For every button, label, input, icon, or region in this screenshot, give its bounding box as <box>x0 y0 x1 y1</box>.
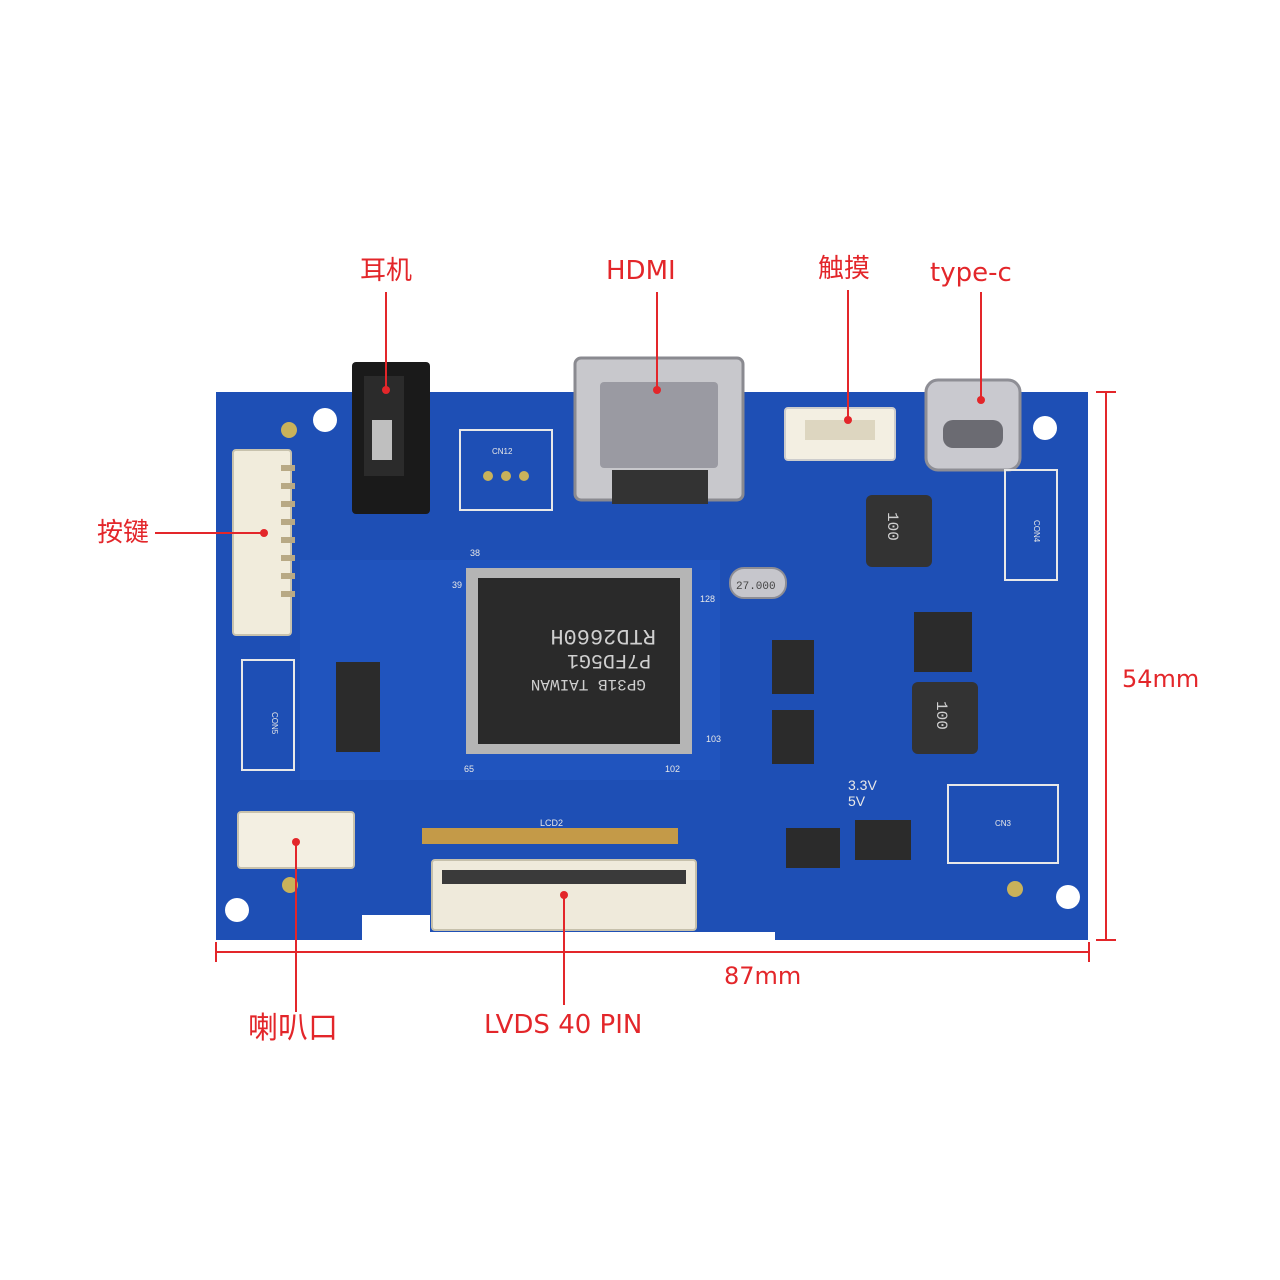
pin-103: 103 <box>706 734 721 744</box>
pointer-lvds <box>563 895 565 1005</box>
cn12-outline <box>459 429 553 511</box>
pointer-typec <box>980 292 982 400</box>
pointer-dot <box>382 386 390 394</box>
volt-3v3: 3.3V <box>848 777 877 793</box>
pad-gold <box>282 877 298 893</box>
dimension-width-line <box>216 951 1089 953</box>
ic <box>914 612 972 672</box>
lcd-label: LCD2 <box>540 818 563 828</box>
mount-hole <box>1056 885 1080 909</box>
label-headphone: 耳机 <box>360 256 413 286</box>
ic <box>772 710 814 764</box>
inductor <box>912 682 978 754</box>
label-keys: 按键 <box>97 518 150 548</box>
pointer-dot <box>292 838 300 846</box>
mount-hole <box>313 408 337 432</box>
ic <box>855 820 911 860</box>
label-lvds: LVDS 40 PIN <box>484 1010 643 1040</box>
cn5-label: CON5 <box>270 712 279 735</box>
pointer-touch <box>847 290 849 420</box>
pointer-dot <box>844 416 852 424</box>
dimension-height-line <box>1105 392 1107 940</box>
pointer-dot <box>977 396 985 404</box>
cn3-label: CN3 <box>995 819 1012 828</box>
cn4-label: CON4 <box>1032 520 1041 543</box>
pin-65: 65 <box>464 764 474 774</box>
cn5-outline <box>241 659 295 771</box>
label-touch: 触摸 <box>818 254 871 284</box>
inductor-label: 100 <box>932 701 950 730</box>
inductor <box>866 495 932 567</box>
pointer-headphone <box>385 292 387 390</box>
dimension-height-tick-bottom <box>1096 939 1116 941</box>
pad-gold <box>1007 881 1023 897</box>
label-width: 87mm <box>724 962 802 990</box>
pin-128: 128 <box>700 594 715 604</box>
pin-102: 102 <box>665 764 680 774</box>
pointer-speaker <box>295 842 297 1012</box>
crystal-text: 27.000 <box>736 581 776 593</box>
cn12-label: CN12 <box>492 447 513 456</box>
dimension-width-tick-left <box>215 942 217 962</box>
inductor-label: 100 <box>883 512 901 541</box>
pin-39: 39 <box>452 580 462 590</box>
volt-5v: 5V <box>848 793 866 809</box>
pointer-dot <box>260 529 268 537</box>
chip-line1: RTD2660H <box>550 623 656 648</box>
mount-hole <box>225 898 249 922</box>
dimension-height-tick-top <box>1096 391 1116 393</box>
cn4-outline <box>1004 469 1058 581</box>
pad-gold <box>281 422 297 438</box>
pin-38: 38 <box>470 548 480 558</box>
label-hdmi: HDMI <box>606 256 676 286</box>
crystal <box>729 567 787 599</box>
label-speaker: 喇叭口 <box>248 1011 338 1046</box>
pointer-keys <box>155 532 265 534</box>
label-typec: type-c <box>930 258 1012 288</box>
ic <box>336 662 380 752</box>
chip-line2: P7FD5G1 <box>567 648 651 671</box>
mount-hole <box>1033 416 1057 440</box>
main-chip <box>478 578 680 744</box>
ic <box>786 828 840 868</box>
dimension-width-tick-right <box>1088 942 1090 962</box>
label-height: 54mm <box>1122 665 1200 693</box>
cn3-outline <box>947 784 1059 864</box>
pointer-dot <box>653 386 661 394</box>
lvds-pads <box>422 828 678 844</box>
ic <box>772 640 814 694</box>
pointer-hdmi <box>656 292 658 390</box>
chip-line3: GP31B TAIWAN <box>531 675 646 693</box>
pointer-dot <box>560 891 568 899</box>
